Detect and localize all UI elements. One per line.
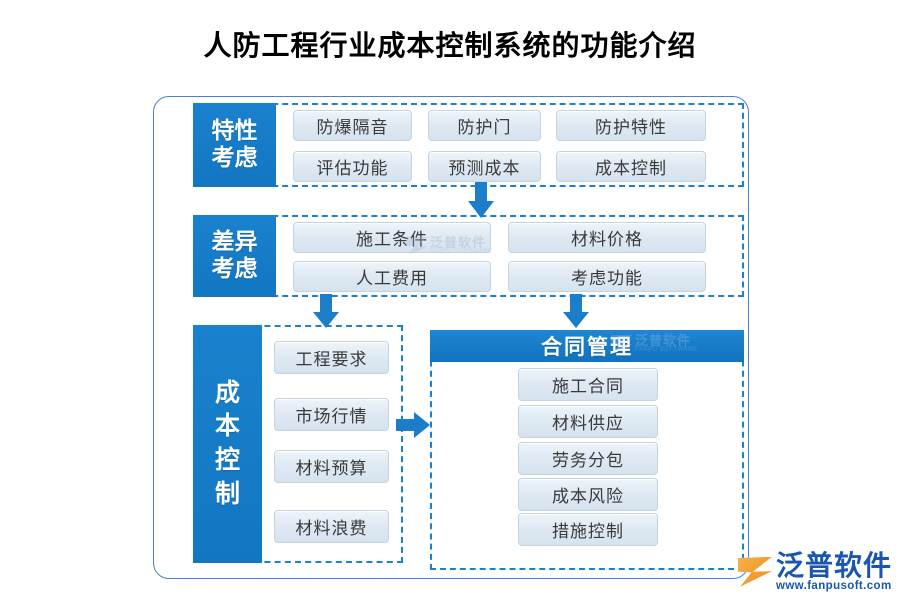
section-feature-label-line1: 特性 xyxy=(211,118,258,144)
chip-feature-6[interactable]: 成本控制 xyxy=(556,151,706,182)
chip-variance-4[interactable]: 考虑功能 xyxy=(508,261,706,292)
contract-panel-header: 合同管理 xyxy=(430,330,744,362)
chip-cost-4[interactable]: 材料浪费 xyxy=(274,510,389,543)
arrow-feature-to-variance xyxy=(468,182,494,218)
fanpu-logo-url: www.fanpusoft.com xyxy=(775,579,892,592)
page-title: 人防工程行业成本控制系统的功能介绍 xyxy=(203,31,697,62)
chip-variance-2[interactable]: 材料价格 xyxy=(508,222,706,253)
chip-cost-1[interactable]: 工程要求 xyxy=(274,341,389,374)
cost-label-char-3: 控 xyxy=(214,447,240,474)
cost-label-char-2: 本 xyxy=(214,413,240,441)
cost-label-char-4: 制 xyxy=(214,480,240,508)
chip-feature-2[interactable]: 防护门 xyxy=(428,110,541,141)
chip-variance-3[interactable]: 人工费用 xyxy=(293,261,491,292)
fanpu-logo-icon xyxy=(737,556,772,587)
arrow-variance-to-cost xyxy=(313,294,339,328)
chip-cost-3[interactable]: 材料预算 xyxy=(274,450,389,483)
fanpu-logo: 泛普软件 www.fanpusoft.com xyxy=(737,549,892,593)
fanpu-logo-brand: 泛普软件 xyxy=(775,549,892,581)
arrow-variance-to-contract xyxy=(563,294,589,328)
section-feature-label-line2: 考虑 xyxy=(211,145,258,170)
chip-contract-4[interactable]: 成本风险 xyxy=(518,478,658,511)
chip-contract-5[interactable]: 措施控制 xyxy=(518,513,658,546)
section-cost-control-label: 成 本 控 制 xyxy=(193,325,262,563)
outer-frame xyxy=(153,96,749,579)
chip-feature-4[interactable]: 评估功能 xyxy=(293,151,412,182)
section-feature-label: 特性 考虑 xyxy=(193,103,276,187)
section-variance-label-line1: 差异 xyxy=(211,229,258,255)
section-variance-label-line2: 考虑 xyxy=(211,256,258,281)
chip-feature-1[interactable]: 防爆隔音 xyxy=(293,110,412,141)
chip-contract-1[interactable]: 施工合同 xyxy=(518,368,658,401)
section-variance-label: 差异 考虑 xyxy=(193,215,276,297)
cost-label-char-1: 成 xyxy=(214,379,240,407)
chip-feature-3[interactable]: 防护特性 xyxy=(556,110,706,141)
chip-variance-1[interactable]: 施工条件 xyxy=(293,222,491,253)
chip-cost-2[interactable]: 市场行情 xyxy=(274,398,389,431)
chip-contract-2[interactable]: 材料供应 xyxy=(518,405,658,438)
chip-feature-5[interactable]: 预测成本 xyxy=(428,151,541,182)
chip-contract-3[interactable]: 劳务分包 xyxy=(518,442,658,475)
arrow-cost-to-contract xyxy=(396,412,430,438)
